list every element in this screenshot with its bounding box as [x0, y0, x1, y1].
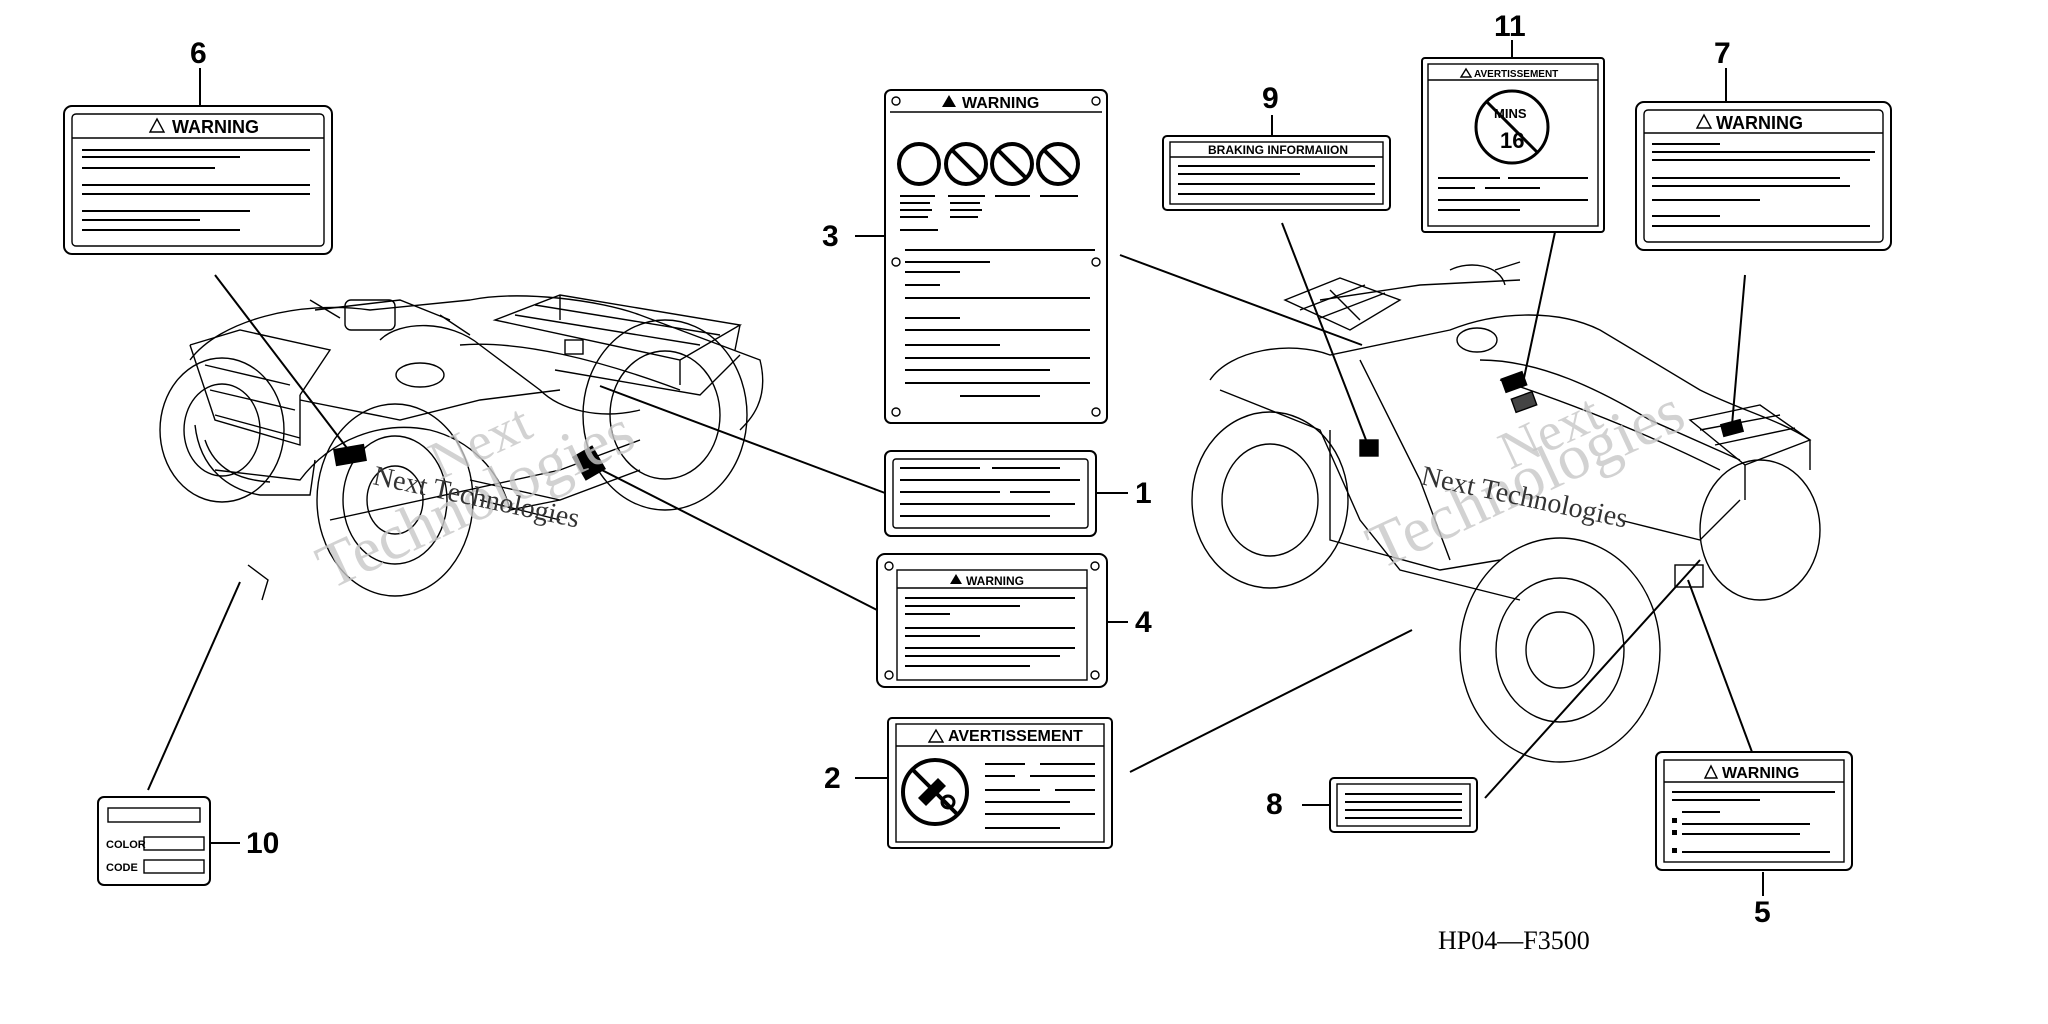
warning-triangle-icon [942, 95, 956, 107]
label-2-title: AVERTISSEMENT [948, 728, 1083, 745]
label-4-title: WARNING [966, 574, 1024, 588]
label-7-title: WARNING [1716, 113, 1803, 133]
prohibition-circle-icon [897, 142, 1080, 186]
callout-3: 3 [822, 220, 839, 253]
callout-9: 9 [1262, 82, 1279, 115]
label-3-title: WARNING [962, 95, 1039, 112]
atv-right-drawing [1191, 261, 1821, 763]
diagram-code: HP04—F3500 [1438, 926, 1590, 955]
warning-triangle-icon [148, 117, 166, 133]
warning-triangle-icon [1459, 67, 1473, 78]
no-tools-icon [901, 758, 969, 826]
label-7-warning: WARNING [1635, 101, 1892, 251]
label-2-avertissement: AVERTISSEMENT [887, 717, 1113, 849]
label-11-avertissement: AVERTISSEMENT MINS 16 [1421, 57, 1605, 233]
warning-triangle-icon [927, 728, 945, 743]
callout-10: 10 [246, 827, 279, 860]
label-3-warning: WARNING [884, 89, 1108, 424]
warning-triangle-icon [1703, 764, 1719, 779]
label-1 [884, 450, 1097, 537]
label-5-title: WARNING [1722, 765, 1799, 782]
callout-4: 4 [1135, 606, 1152, 639]
callout-6: 6 [190, 37, 207, 70]
age-restriction-icon: MINS 16 [1474, 89, 1550, 165]
label-6-warning: WARNING [63, 105, 333, 255]
callout-7: 7 [1714, 37, 1731, 70]
label-5-warning: WARNING [1655, 751, 1853, 871]
label-6-title: WARNING [172, 117, 259, 137]
label-8 [1329, 777, 1478, 833]
warning-triangle-icon [950, 574, 962, 584]
callout-2: 2 [824, 762, 841, 795]
label-11-title: AVERTISSEMENT [1474, 69, 1558, 80]
age-sign-number: 16 [1500, 128, 1524, 153]
label-10-color-code: COLOR CODE [97, 796, 211, 886]
atv-left-drawing [159, 294, 764, 601]
warning-triangle-icon [1695, 113, 1713, 129]
callout-1: 1 [1135, 477, 1152, 510]
callout-8: 8 [1266, 788, 1283, 821]
label-4-warning: WARNING [876, 553, 1108, 688]
callout-5: 5 [1754, 896, 1771, 929]
watermark: Technologies Next Technologies Next Next… [306, 375, 1694, 603]
label-9-braking-information: BRAKING INFORMAIION [1162, 135, 1391, 211]
callout-11: 11 [1494, 10, 1526, 43]
code-label: CODE [106, 862, 138, 874]
color-label: COLOR [106, 839, 146, 851]
leader-lines [147, 40, 1764, 896]
label-9-title: BRAKING INFORMAIION [1208, 143, 1348, 157]
